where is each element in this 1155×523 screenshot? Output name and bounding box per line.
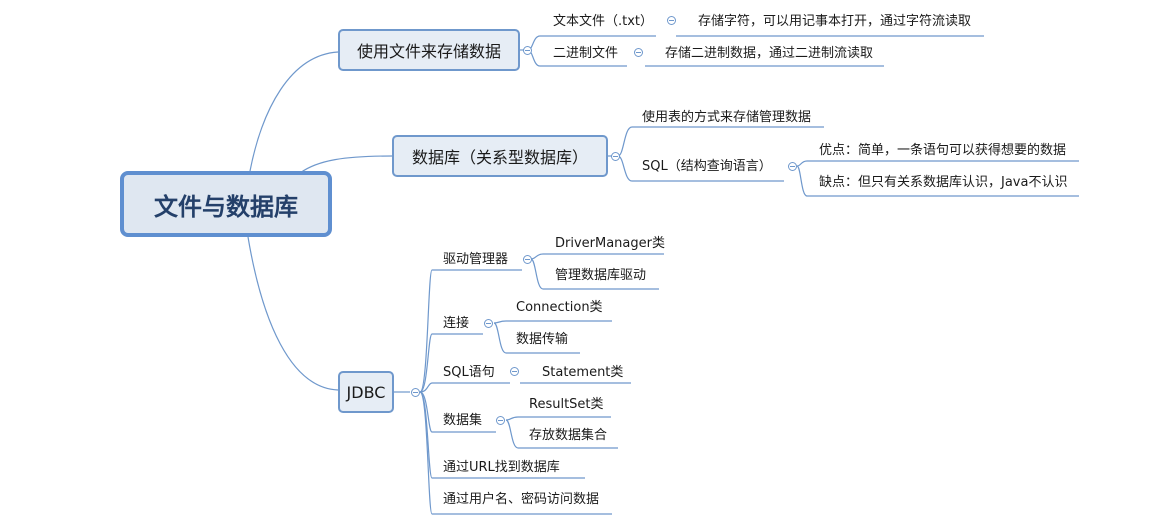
- topic-connection-class[interactable]: Connection类: [516, 300, 603, 315]
- topic-data-transfer[interactable]: 数据传输: [516, 332, 569, 347]
- topic-binary-file[interactable]: 二进制文件: [553, 46, 619, 61]
- topic-sql-advantage[interactable]: 优点：简单，一条语句可以获得想要的数据: [819, 143, 1067, 158]
- topic-resultset-class[interactable]: ResultSet类: [529, 397, 604, 412]
- collapse-toggle-icon[interactable]: [411, 388, 420, 397]
- topic-user-password-access[interactable]: 通过用户名、密码访问数据: [443, 492, 600, 507]
- collapse-toggle-icon[interactable]: [788, 162, 797, 171]
- collapse-toggle-icon[interactable]: [510, 367, 519, 376]
- root-topic[interactable]: 文件与数据库: [120, 171, 332, 237]
- collapse-toggle-icon[interactable]: [484, 319, 493, 328]
- topic-store-dataset[interactable]: 存放数据集合: [529, 428, 608, 443]
- topic-statement-class[interactable]: Statement类: [542, 365, 624, 380]
- topic-table-storage[interactable]: 使用表的方式来存储管理数据: [642, 110, 812, 125]
- branch-file-storage[interactable]: 使用文件来存储数据: [338, 29, 520, 71]
- collapse-toggle-icon[interactable]: [667, 16, 676, 25]
- topic-driver-manager[interactable]: 驱动管理器: [443, 252, 509, 267]
- topic-sql[interactable]: SQL（结构查询语言）: [642, 159, 772, 174]
- topic-text-file-detail[interactable]: 存储字符，可以用记事本打开，通过字符流读取: [698, 14, 972, 29]
- connector-root-branch-3: [247, 236, 339, 391]
- collapse-toggle-icon[interactable]: [634, 48, 643, 57]
- connector-root-branch-2: [299, 155, 393, 174]
- connector-root-branch-1: [249, 51, 339, 172]
- collapse-toggle-icon[interactable]: [611, 152, 620, 161]
- topic-sql-disadvantage[interactable]: 缺点：但只有关系数据库认识，Java不认识: [819, 175, 1068, 190]
- branch-jdbc[interactable]: JDBC: [338, 371, 394, 413]
- topic-result-set[interactable]: 数据集: [443, 413, 483, 428]
- collapse-toggle-icon[interactable]: [523, 46, 532, 55]
- topic-text-file[interactable]: 文本文件（.txt）: [553, 14, 654, 29]
- topic-binary-file-detail[interactable]: 存储二进制数据，通过二进制流读取: [665, 46, 874, 61]
- topic-url-find-db[interactable]: 通过URL找到数据库: [443, 460, 560, 475]
- collapse-toggle-icon[interactable]: [496, 416, 505, 425]
- topic-manage-drivers[interactable]: 管理数据库驱动: [555, 268, 647, 283]
- topic-drivermanager-class[interactable]: DriverManager类: [555, 236, 665, 251]
- collapse-toggle-icon[interactable]: [523, 255, 532, 264]
- branch-database[interactable]: 数据库（关系型数据库）: [392, 135, 608, 177]
- topic-connection[interactable]: 连接: [443, 316, 470, 331]
- topic-sql-statement[interactable]: SQL语句: [443, 365, 495, 380]
